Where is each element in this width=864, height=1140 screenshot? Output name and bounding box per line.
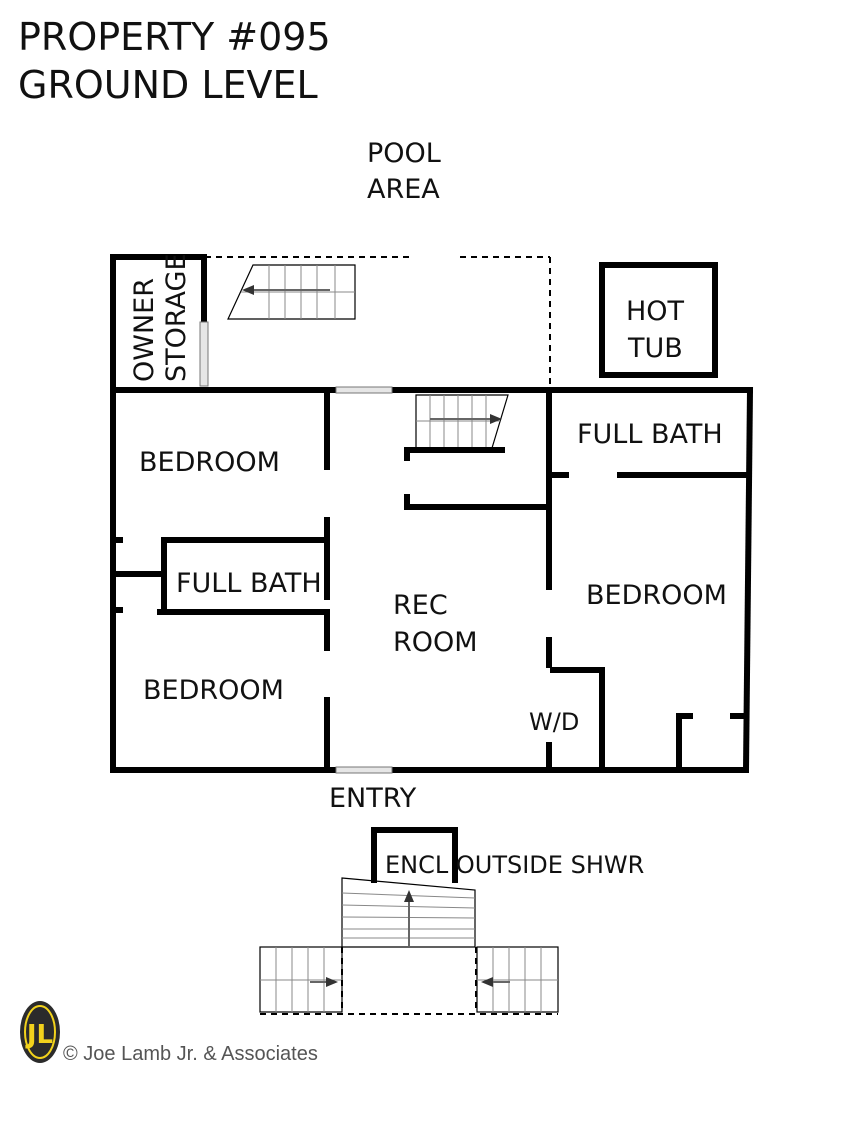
- storage-door: [199, 321, 209, 387]
- company-logo: JL: [20, 1001, 60, 1063]
- bedroom-right-label: BEDROOM: [586, 580, 727, 611]
- right-interior-walls: [546, 392, 748, 770]
- bedroom-bottom-left-label: BEDROOM: [143, 675, 284, 706]
- owner-storage-label-1: OWNER: [129, 278, 160, 382]
- entry-stair-right: [476, 946, 559, 1013]
- interior-stair: [415, 394, 509, 449]
- title-line-2: GROUND LEVEL: [18, 63, 318, 107]
- owner-storage-label-2: STORAGE: [161, 253, 192, 382]
- title-line-1: PROPERTY #095: [18, 15, 331, 59]
- stair-walls: [404, 447, 551, 510]
- top-window: [335, 386, 393, 394]
- copyright-credit: © Joe Lamb Jr. & Associates: [63, 1043, 318, 1065]
- hot-tub-label-1: HOT: [626, 296, 685, 327]
- rec-room-label-2: ROOM: [393, 627, 478, 658]
- left-interior-walls: [113, 392, 330, 767]
- full-bath-left-label: FULL BATH: [176, 568, 322, 599]
- hot-tub-label-2: TUB: [627, 333, 683, 364]
- pool-area-label-2: AREA: [367, 174, 440, 205]
- pool-deck-outline: [205, 256, 551, 388]
- entry-door: [335, 766, 393, 774]
- outside-shower-label: ENCL OUTSIDE SHWR: [385, 851, 644, 879]
- washer-dryer-label: W/D: [529, 708, 579, 736]
- outside-shower-walls: [371, 827, 458, 883]
- entry-stair-left: [259, 946, 343, 1013]
- entry-stair-center: [341, 877, 476, 948]
- upper-exterior-stair: [227, 264, 356, 320]
- pool-area-label-1: POOL: [367, 138, 441, 169]
- hot-tub-outline: [599, 262, 718, 378]
- logo-letters: JL: [25, 1020, 53, 1050]
- full-bath-right-label: FULL BATH: [577, 419, 723, 450]
- owner-storage-walls: [110, 254, 207, 391]
- rec-room-label-1: REC: [393, 590, 448, 621]
- entry-label: ENTRY: [329, 783, 417, 814]
- bedroom-top-left-label: BEDROOM: [139, 447, 280, 478]
- exterior-walls: [110, 386, 754, 774]
